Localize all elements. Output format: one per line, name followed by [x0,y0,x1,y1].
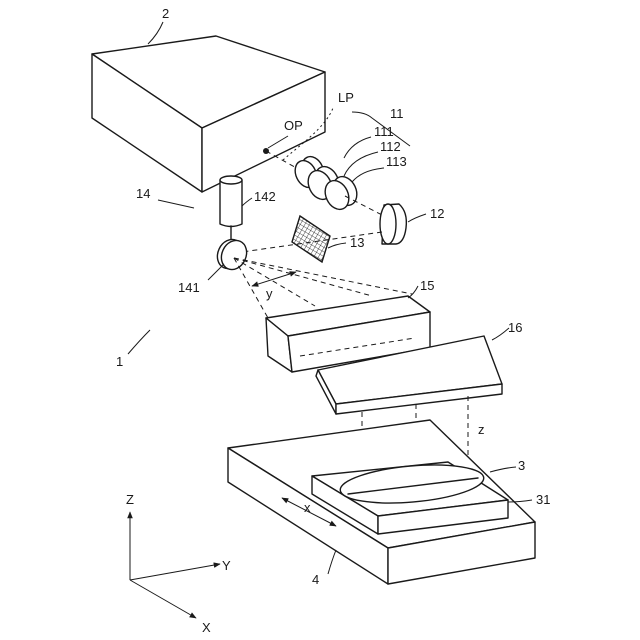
laser-source-box [92,36,325,192]
label-wafer: 3 [518,458,525,473]
label-lens-111: 111 [374,124,394,139]
label-scan-x: x [304,500,311,515]
label-laser-source: 2 [162,6,169,21]
label-element-15: 15 [420,278,434,293]
label-chuck: 31 [536,492,550,507]
label-output-point: OP [284,118,303,133]
label-system: 1 [116,354,123,369]
scanner-mirror-141 [213,235,251,273]
label-stage: 4 [312,572,319,587]
label-lens-113: 113 [386,154,407,169]
label-element-12: 12 [430,206,444,221]
label-optics-group: 11 [390,106,404,121]
label-element-13: 13 [350,235,364,250]
label-scanner-motor: 142 [254,189,276,204]
label-element-16: 16 [508,320,522,335]
scanner-motor-142 [220,176,242,240]
label-laser-path: LP [338,90,354,105]
label-axis-y: Y [222,558,231,573]
label-scan-z: z [478,422,485,437]
element-13-grid [292,216,330,262]
label-scan-y: y [266,286,273,301]
element-12 [380,204,406,244]
label-axis-x: X [202,620,211,635]
scan-y-arrow [252,272,296,286]
label-axis-z: Z [126,492,134,507]
coordinate-axes [130,512,220,618]
label-scanner-mirror: 141 [178,280,200,295]
label-scanner: 14 [136,186,150,201]
label-lens-112: 112 [380,139,401,154]
